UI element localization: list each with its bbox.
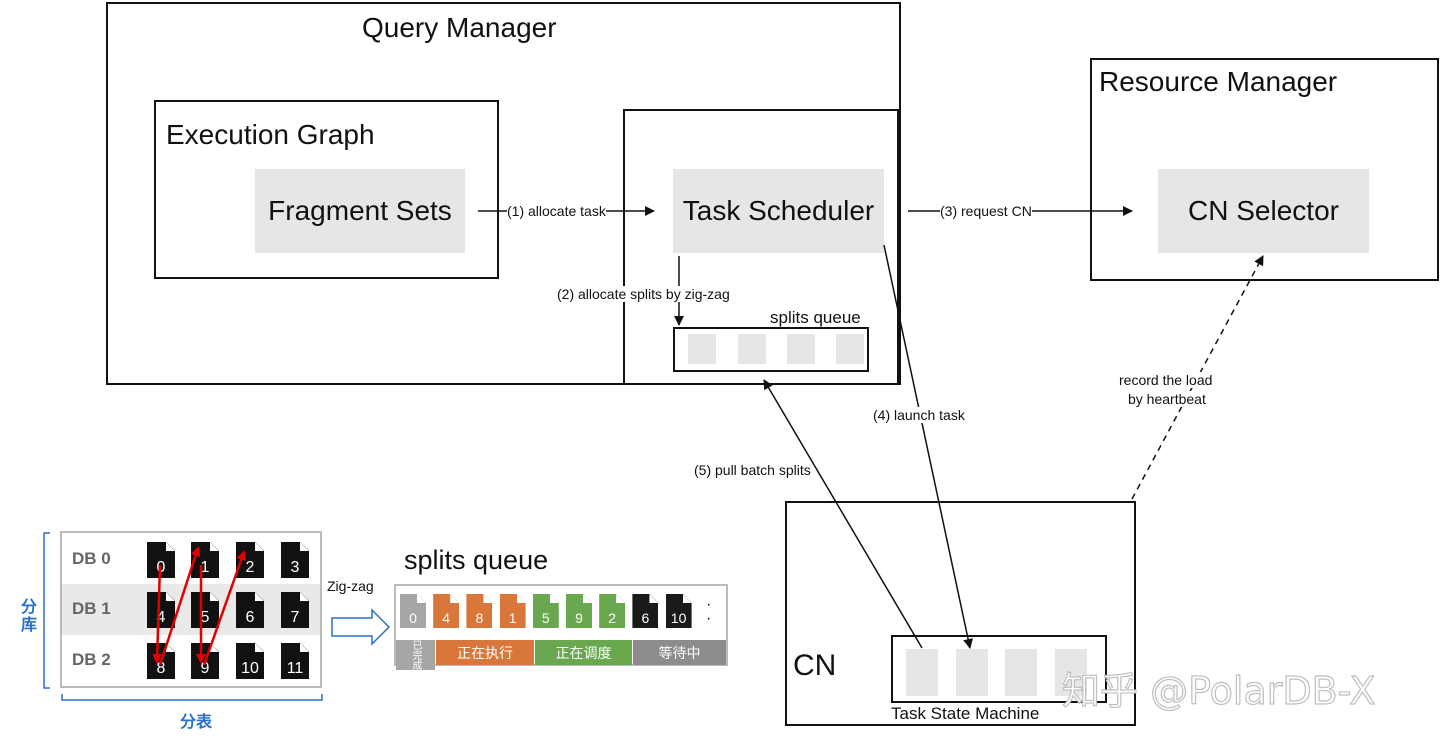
split-file-icon: 9 <box>566 594 592 628</box>
zigzag-arrow <box>202 550 247 666</box>
label-pull-batch: (5) pull batch splits <box>694 462 811 478</box>
arrow-launch-task <box>883 244 974 649</box>
watermark: 知乎 @PolarDB-X <box>1061 668 1376 713</box>
zigzag-hollow-arrow <box>331 608 391 646</box>
split-file-icon: 4 <box>433 594 460 628</box>
queue-status-segment: 正在调度 <box>535 640 632 665</box>
task-scheduler-node: Task Scheduler <box>673 169 884 253</box>
cn-selector-node: CN Selector <box>1158 169 1369 253</box>
scheduler-splits-queue-label: splits queue <box>770 308 861 327</box>
table-file-icon: 11 <box>281 643 309 679</box>
cn-box <box>785 501 1136 726</box>
table-file-icon: 6 <box>236 592 264 628</box>
queue-slot <box>738 334 766 364</box>
label-record-load-2: by heartbeat <box>1128 391 1206 407</box>
task-state-machine <box>891 635 1107 703</box>
queue-status-segment: 等待中 <box>633 640 726 665</box>
execution-graph-box <box>154 100 499 279</box>
scheduler-splits-queue <box>673 327 869 372</box>
resource-manager-title: Resource Manager <box>1099 66 1338 97</box>
db-label: DB 2 <box>72 650 111 669</box>
zigzag-arrow <box>152 564 163 664</box>
query-manager-box <box>106 2 901 385</box>
label-record-load-1: record the load <box>1119 372 1213 388</box>
db-label: DB 0 <box>72 549 111 568</box>
table-file-icon: 7 <box>281 592 309 628</box>
table-file-icon: 10 <box>236 643 264 679</box>
label-allocate-task: (1) allocate task <box>507 203 606 219</box>
horizontal-bracket <box>61 694 323 701</box>
queue-slot <box>787 334 815 364</box>
splits-queue-title: splits queue <box>404 545 549 575</box>
table-file-icon: 5 <box>191 592 219 628</box>
queue-slot <box>836 334 864 364</box>
state-slot <box>1055 649 1087 696</box>
label-launch-task: (4) launch task <box>873 407 965 423</box>
label-request-cn: (3) request CN <box>940 203 1032 219</box>
label-allocate-splits: (2) allocate splits by zig-zag <box>557 286 730 302</box>
vertical-label: 分库 <box>18 598 35 634</box>
state-slot <box>956 649 988 696</box>
horizontal-label: 分表 <box>180 714 213 731</box>
db-label: DB 1 <box>72 599 111 618</box>
split-file-icon: 5 <box>532 594 559 628</box>
queue-slot <box>688 334 716 364</box>
zigzag-label: Zig-zag <box>327 578 374 594</box>
cn-title: CN <box>793 649 837 682</box>
vertical-bracket <box>43 532 50 689</box>
task-state-machine-label: Task State Machine <box>891 704 1040 723</box>
query-manager-title: Query Manager <box>362 12 557 43</box>
execution-graph-title: Execution Graph <box>166 119 375 150</box>
queue-status-segment: 正在执行 <box>436 640 534 665</box>
state-slot <box>1005 649 1037 696</box>
table-file-icon: 3 <box>281 542 309 578</box>
split-file-icon: 6 <box>632 594 659 628</box>
zigzag-arrow <box>158 546 201 666</box>
arrow-record-load <box>1131 255 1264 500</box>
split-file-icon: 8 <box>466 594 493 628</box>
state-slot <box>906 649 938 696</box>
queue-status-segment: 已完成 <box>396 640 435 670</box>
fragment-sets-node: Fragment Sets <box>255 169 465 253</box>
table-file-icon: 4 <box>147 592 175 628</box>
split-file-icon: 10 <box>665 594 692 628</box>
split-file-icon: 2 <box>599 594 626 628</box>
task-scheduler-box <box>623 109 899 385</box>
queue-ellipsis: ·· <box>706 596 712 627</box>
split-file-icon: 0 <box>400 594 426 628</box>
arrow-pull-batch <box>763 379 923 649</box>
resource-manager-box <box>1090 58 1439 281</box>
split-file-icon: 1 <box>499 594 526 628</box>
